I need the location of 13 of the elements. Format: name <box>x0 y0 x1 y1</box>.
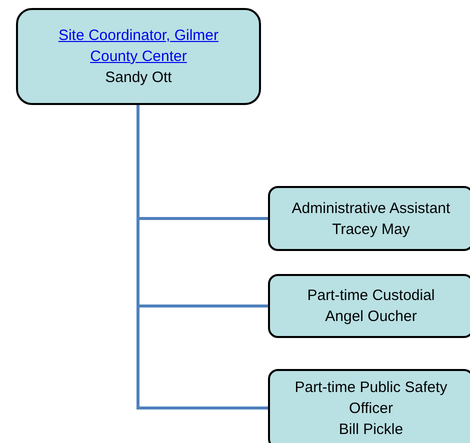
position-box <box>16 8 261 105</box>
person-name: Tracey May <box>332 220 410 240</box>
job-title: Part-time Custodial <box>307 286 435 306</box>
person-name: Bill Pickle <box>338 420 404 440</box>
job-title: Administrative Assistant <box>292 198 450 218</box>
position-box <box>268 274 470 338</box>
title-link: Site Coordinator, Gilmer County Center <box>57 26 220 67</box>
person-name: Angel Oucher <box>325 307 417 327</box>
position-box <box>268 369 470 443</box>
connector-line <box>136 105 268 410</box>
person-name: Sandy Ott <box>105 68 172 88</box>
job-title: Part-time Public Safety Officer <box>294 378 448 419</box>
position-box <box>268 186 470 251</box>
